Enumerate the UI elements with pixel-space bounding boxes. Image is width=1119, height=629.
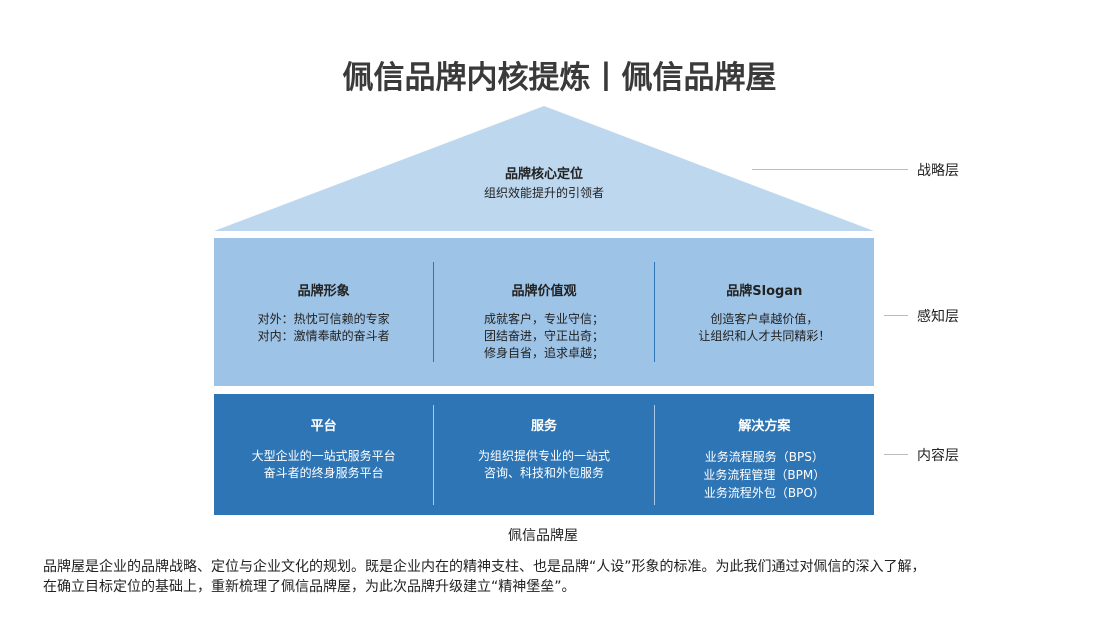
column-line: 修身自省，追求卓越； [483, 346, 604, 360]
column-heading: 服务 [530, 418, 557, 434]
column-line: 业务流程外包（BPO） [703, 485, 825, 500]
column-line: 对内：激情奉献的奋斗者 [257, 329, 390, 343]
column-heading: 解决方案 [738, 418, 791, 434]
perception-layer: 品牌形象 对外：热忱可信赖的专家 对内：激情奉献的奋斗者 品牌价值观 成就客户，… [214, 238, 874, 386]
page-title: 佩信品牌内核提炼丨佩信品牌屋 [342, 60, 777, 96]
column-line: 业务流程服务（BPS） [704, 449, 824, 464]
strategy-layer-label: 战略层 [917, 163, 959, 179]
perception-layer-label: 感知层 [917, 309, 959, 325]
brand-image-column: 品牌形象 对外：热忱可信赖的专家 对内：激情奉献的奋斗者 [214, 262, 433, 362]
column-line: 成就客户，专业守信； [483, 312, 604, 326]
column-line: 为组织提供专业的一站式 [477, 448, 610, 463]
diagram-caption: 佩信品牌屋 [508, 528, 578, 544]
column-line: 咨询、科技和外包服务 [483, 465, 604, 480]
roof-heading: 品牌核心定位 [504, 167, 583, 182]
column-line: 创造客户卓越价值， [710, 312, 819, 326]
roof-shape [214, 106, 874, 231]
brand-values-column: 品牌价值观 成就客户，专业守信； 团结奋进，守正出奇； 修身自省，追求卓越； [433, 262, 653, 362]
description-line: 品牌屋是企业的品牌战略、定位与企业文化的规划。既是企业内在的精神支柱、也是品牌“… [43, 559, 926, 575]
perception-connector-line [884, 315, 908, 316]
column-heading: 品牌价值观 [511, 284, 577, 299]
column-line: 团结奋进，守正出奇； [483, 329, 604, 343]
column-heading: 品牌形象 [297, 284, 350, 299]
content-layer: 平台 大型企业的一站式服务平台 奋斗者的终身服务平台 服务 为组织提供专业的一站… [214, 394, 874, 515]
service-column: 服务 为组织提供专业的一站式 咨询、科技和外包服务 [433, 404, 653, 505]
column-line: 让组织和人才共同精彩！ [698, 329, 831, 343]
platform-column: 平台 大型企业的一站式服务平台 奋斗者的终身服务平台 [214, 405, 433, 505]
solutions-column: 解决方案 业务流程服务（BPS） 业务流程管理（BPM） 业务流程外包（BPO） [653, 404, 874, 505]
brand-slogan-column: 品牌Slogan 创造客户卓越价值， 让组织和人才共同精彩！ [653, 262, 874, 362]
content-layer-label: 内容层 [917, 448, 959, 464]
column-heading: 平台 [310, 418, 337, 434]
column-heading: 品牌Slogan [726, 284, 803, 299]
content-connector-line [884, 454, 908, 455]
roof-text: 组织效能提升的引领者 [483, 186, 604, 200]
column-line: 业务流程管理（BPM） [703, 467, 826, 482]
description-line: 在确立目标定位的基础上，重新梳理了佩信品牌屋，为此次品牌升级建立“精神堡垒”。 [43, 579, 576, 595]
column-line: 对外：热忱可信赖的专家 [257, 312, 390, 326]
strategy-connector-line [752, 169, 908, 170]
column-line: 奋斗者的终身服务平台 [263, 465, 384, 480]
column-line: 大型企业的一站式服务平台 [251, 448, 396, 463]
